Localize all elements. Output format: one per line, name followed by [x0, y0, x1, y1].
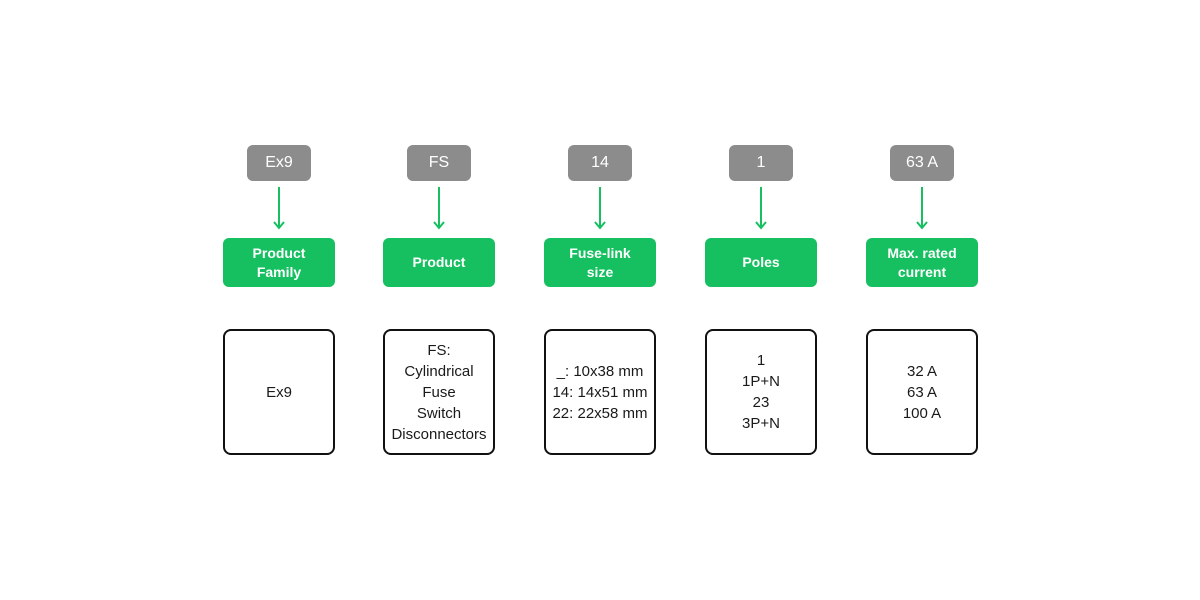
description-line: Cylindrical: [404, 362, 474, 380]
description-line: 1P+N: [742, 373, 780, 390]
arrow-down-icon: [755, 187, 767, 230]
arrow-down-icon: [433, 187, 445, 230]
description-line: 32 A: [906, 362, 938, 380]
column-poles: 1 Poles 1 1P+N 23 3P+N: [705, 0, 817, 600]
label-box: Product Family: [223, 238, 335, 287]
column-product: FS Product FS: Cylindrical Fuse Switch D…: [383, 0, 495, 600]
description-line: Disconnectors: [391, 425, 487, 443]
description-box: 1 1P+N 23 3P+N: [705, 329, 817, 455]
description-line: 1: [756, 352, 766, 369]
description-box: FS: Cylindrical Fuse Switch Disconnector…: [383, 329, 495, 455]
description-line: 63 A: [906, 383, 938, 401]
code-chip: 63 A: [890, 145, 954, 181]
arrow-down-icon: [594, 187, 606, 230]
column-product-family: Ex9 Product Family Ex9: [223, 0, 335, 600]
description-line: 3P+N: [742, 415, 780, 432]
code-chip: 1: [729, 145, 793, 181]
description-line: 22: 22x58 mm: [552, 404, 648, 422]
column-max-rated-current: 63 A Max. rated current 32 A 63 A 100 A: [866, 0, 978, 600]
label-box: Max. rated current: [866, 238, 978, 287]
description-line: Fuse: [422, 383, 456, 401]
description-line: Switch: [416, 404, 462, 422]
description-box: _: 10x38 mm 14: 14x51 mm 22: 22x58 mm: [544, 329, 656, 455]
label-box: Product: [383, 238, 495, 287]
description-box: 32 A 63 A 100 A: [866, 329, 978, 455]
description-box: Ex9: [223, 329, 335, 455]
code-chip: FS: [407, 145, 471, 181]
description-line: Ex9: [266, 383, 292, 401]
description-line: 23: [752, 394, 770, 411]
label-box: Poles: [705, 238, 817, 287]
arrow-down-icon: [916, 187, 928, 230]
code-chip: Ex9: [247, 145, 311, 181]
description-line: _: 10x38 mm: [556, 362, 644, 380]
description-line: 100 A: [902, 404, 942, 422]
arrow-down-icon: [273, 187, 285, 230]
code-chip: 14: [568, 145, 632, 181]
description-line: FS:: [427, 341, 451, 359]
column-fuse-link-size: 14 Fuse-link size _: 10x38 mm 14: 14x51 …: [544, 0, 656, 600]
label-box: Fuse-link size: [544, 238, 656, 287]
description-line: 14: 14x51 mm: [552, 383, 648, 401]
